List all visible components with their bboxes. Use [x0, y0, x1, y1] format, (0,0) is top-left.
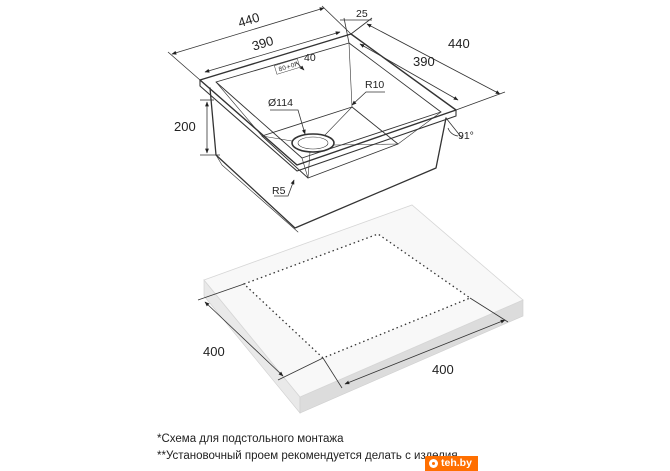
ext-line [455, 91, 506, 111]
label-height: 200 [174, 119, 196, 134]
label-outer-width: 440 [236, 10, 261, 31]
ext-line [167, 51, 201, 81]
sink-corner-front-left [301, 157, 309, 179]
label-offset: 40 [304, 52, 316, 64]
angle-arc [447, 127, 459, 137]
ext-line [469, 297, 509, 323]
dim-line-inner-width [204, 31, 341, 73]
label-angle: 91° [458, 130, 474, 142]
watermark-text: teh.by [441, 457, 472, 469]
cutout-dimensions [197, 283, 509, 389]
note-cutout-recommendation: **Установочный проем рекомендуется делат… [157, 450, 458, 462]
dim-line-cutout-width [344, 319, 506, 385]
sink-slope-line [324, 106, 353, 136]
countertop [203, 204, 524, 414]
label-radius-bottom: R5 [272, 185, 286, 197]
dim-line-outer-width [171, 7, 325, 55]
leader-drain [270, 109, 306, 135]
ext-line [277, 357, 324, 381]
label-cutout-depth: 400 [203, 344, 225, 359]
dim-line-inner-depth [359, 43, 459, 101]
label-cutout-width: 400 [432, 362, 454, 377]
leader-r10 [351, 91, 385, 106]
label-inner-depth: 390 [413, 54, 435, 69]
ext-line [343, 17, 350, 44]
ext-line [197, 283, 245, 301]
sink-corner-back-right [348, 42, 353, 108]
cutout-labels: 400 400 [203, 344, 454, 377]
sink-rim-thickness [199, 79, 457, 172]
sink-dimensions [167, 5, 506, 197]
sink-bowl-inner-front [215, 154, 299, 233]
note-mounting-scheme: *Схема для подстольного монтажа [157, 433, 344, 445]
sink-slope-line [307, 151, 311, 179]
sink-bowl-front [209, 87, 447, 229]
dim-line-offset [295, 61, 305, 71]
ext-line [322, 357, 343, 389]
sink-bowl-bottom [261, 106, 399, 179]
sink-inner-rim [215, 42, 442, 159]
sink-drain-inner [297, 136, 329, 150]
label-outer-depth: 440 [448, 36, 470, 51]
ext-line [445, 117, 463, 139]
ext-line [350, 17, 373, 35]
label-inner-width: 390 [250, 33, 275, 54]
sink-corner-front-right [397, 111, 442, 145]
leader-r5 [274, 179, 295, 197]
watermark-badge: teh.by [425, 456, 478, 471]
logo-icon [429, 459, 438, 468]
sink-slope-line [261, 135, 293, 142]
dim-line-cutout-depth [204, 301, 284, 377]
sink-slope-line [333, 143, 399, 146]
sink-corner-back-left [215, 81, 263, 137]
sink-drain [291, 133, 335, 153]
label-radius-top: R10 [365, 79, 384, 91]
label-drain: Ø114 [268, 97, 293, 109]
label-rim: 25 [356, 8, 368, 20]
cutout-outline [242, 233, 472, 359]
